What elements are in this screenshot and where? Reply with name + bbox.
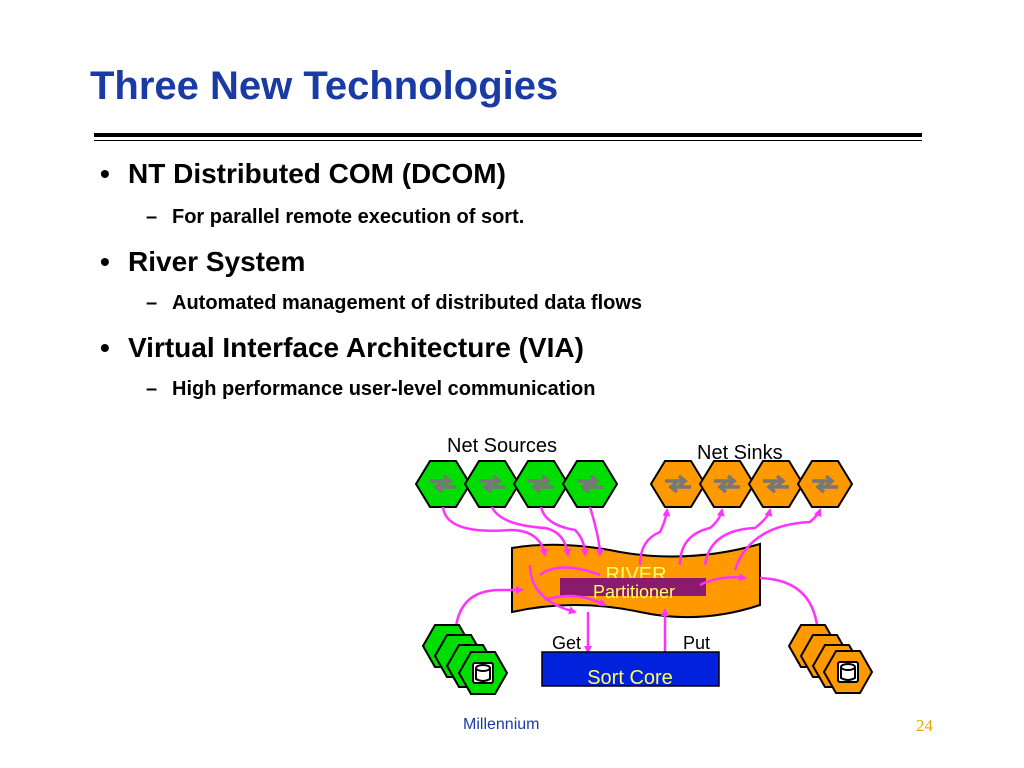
net-sources-label: Net Sources xyxy=(447,435,557,457)
net-sink-node xyxy=(747,460,805,508)
get-label: Get xyxy=(552,633,581,653)
bullet-item: • River System xyxy=(100,246,305,278)
title-rule-thick xyxy=(94,133,922,137)
bullet-marker: • xyxy=(100,332,110,363)
sort-core-box xyxy=(541,651,720,687)
net-sink-node xyxy=(649,460,707,508)
sub-bullet-marker: – xyxy=(146,292,158,314)
sub-bullet-marker: – xyxy=(146,378,158,400)
bullet-item: • NT Distributed COM (DCOM) xyxy=(100,158,506,190)
bullet-item: • Virtual Interface Architecture (VIA) xyxy=(100,332,584,364)
net-sink-node xyxy=(796,460,854,508)
sub-bullet-item: –Automated management of distributed dat… xyxy=(146,292,642,315)
bullet-marker: • xyxy=(100,158,110,189)
net-source-node xyxy=(512,460,570,508)
put-label: Put xyxy=(683,633,710,653)
bullet-marker: • xyxy=(100,246,110,277)
database-icon xyxy=(472,662,494,684)
page-number: 24 xyxy=(916,716,933,735)
output-disk-stack xyxy=(787,624,874,694)
bullet-text: Virtual Interface Architecture (VIA) xyxy=(128,332,584,363)
bullet-text: NT Distributed COM (DCOM) xyxy=(128,158,506,189)
partitioner-label: Partitioner xyxy=(593,582,675,602)
sub-bullet-text: For parallel remote execution of sort. xyxy=(172,206,525,228)
net-source-node xyxy=(463,460,521,508)
net-sink-node xyxy=(698,460,756,508)
river-internal-flows xyxy=(528,564,747,615)
sub-bullet-item: –High performance user-level communicati… xyxy=(146,378,595,401)
bullet-text: River System xyxy=(128,246,306,277)
title-rule-thin xyxy=(94,140,922,141)
net-source-node xyxy=(414,460,472,508)
footer-text: Millennium xyxy=(463,716,540,733)
partitioner-box xyxy=(560,578,706,596)
source-flows xyxy=(441,506,604,557)
input-disk-stack xyxy=(421,624,509,695)
sub-bullet-marker: – xyxy=(146,206,158,228)
sort-core-label: Sort Core xyxy=(587,667,673,689)
slide-title: Three New Technologies xyxy=(90,64,559,108)
sub-bullet-text: High performance user-level communicatio… xyxy=(172,378,596,400)
net-source-node xyxy=(561,460,619,508)
sub-bullet-text: Automated management of distributed data… xyxy=(172,292,643,314)
net-sinks-label: Net Sinks xyxy=(697,442,783,464)
sink-flows xyxy=(638,508,822,571)
database-icon xyxy=(837,661,859,683)
sub-bullet-item: –For parallel remote execution of sort. xyxy=(146,206,524,229)
